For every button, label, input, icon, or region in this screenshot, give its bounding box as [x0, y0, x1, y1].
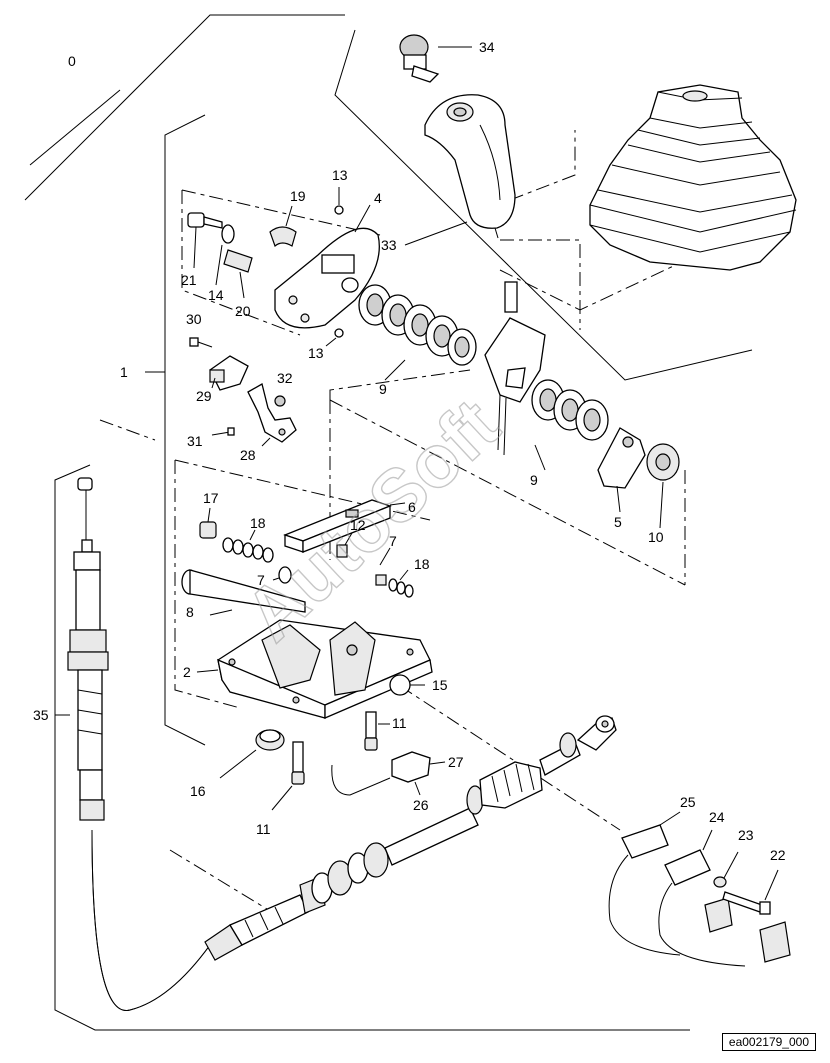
callout-13a: 13 — [332, 167, 348, 183]
switch-part-29 — [209, 355, 249, 391]
bolt-part-21 — [187, 212, 223, 269]
rubber-boot-part — [589, 84, 797, 271]
callout-35: 35 — [33, 707, 49, 723]
plate-part-5 — [597, 427, 646, 513]
callout-7a: 7 — [389, 533, 397, 549]
screw-part-30 — [189, 337, 213, 348]
callout-12: 12 — [350, 517, 366, 533]
bracket-part-4 — [274, 187, 380, 347]
ring-part-15 — [389, 674, 425, 696]
callout-20: 20 — [235, 303, 251, 319]
callout-25: 25 — [680, 794, 696, 810]
callout-18b: 18 — [414, 556, 430, 572]
spring-part-18-left — [222, 529, 274, 563]
callout-7b: 7 — [257, 572, 265, 588]
washer-part-14 — [215, 224, 235, 286]
callout-21: 21 — [181, 272, 197, 288]
washer-part-7 — [272, 547, 391, 584]
cap-part-16 — [219, 729, 285, 779]
callout-4: 4 — [374, 190, 382, 206]
callout-11a: 11 — [392, 715, 407, 731]
callout-5: 5 — [614, 514, 622, 530]
nut-part-10 — [646, 443, 680, 529]
callout-26: 26 — [413, 797, 429, 813]
callout-30: 30 — [186, 311, 202, 327]
callout-9b: 9 — [530, 472, 538, 488]
callout-6: 6 — [408, 499, 416, 515]
callout-9a: 9 — [379, 381, 387, 397]
callout-24: 24 — [709, 809, 725, 825]
callout-31: 31 — [187, 433, 203, 449]
callout-33: 33 — [381, 237, 397, 253]
callout-0: 0 — [68, 53, 76, 69]
cable-part-35 — [55, 477, 617, 1011]
sensor-part-25 — [608, 811, 681, 956]
callout-17: 17 — [203, 490, 219, 506]
housing-part-2 — [196, 619, 433, 719]
lever-plate-part — [484, 281, 546, 456]
callout-8: 8 — [186, 604, 194, 620]
plug-part-17 — [199, 507, 217, 539]
pin-part-12 — [336, 532, 353, 558]
connector-part-26-27 — [331, 751, 446, 796]
bar-part-6 — [283, 499, 406, 553]
callout-1: 1 — [120, 364, 128, 380]
bolt-part-22 — [722, 869, 791, 963]
washers-part-9-upper — [358, 284, 477, 381]
callout-19: 19 — [290, 188, 306, 204]
callout-23: 23 — [738, 827, 754, 843]
callout-2: 2 — [183, 664, 191, 680]
bracket-part-28 — [247, 383, 297, 447]
washer-part-23 — [713, 851, 739, 888]
callout-27: 27 — [448, 754, 464, 770]
spring-part-18-right — [375, 569, 414, 598]
washers-part-9-lower — [531, 379, 609, 471]
callout-34: 34 — [479, 39, 495, 55]
callout-10: 10 — [648, 529, 664, 545]
drawing-reference-number: ea002179_000 — [721, 1033, 816, 1051]
callout-16: 16 — [190, 783, 206, 799]
sensor-part-24 — [658, 829, 746, 967]
callout-15: 15 — [432, 677, 448, 693]
bolts-part-11 — [271, 711, 390, 811]
clip-part-19 — [269, 205, 297, 248]
callout-28: 28 — [240, 447, 256, 463]
nut-part-32 — [274, 395, 286, 407]
callout-14: 14 — [208, 287, 224, 303]
callout-29: 29 — [196, 388, 212, 404]
callout-22: 22 — [770, 847, 786, 863]
screw-part-31 — [211, 427, 235, 436]
callout-labels: 0 1 2 4 5 6 7 7 8 9 9 10 11 11 12 13 13 … — [33, 39, 786, 863]
shaft-part-8 — [181, 569, 306, 616]
callout-32: 32 — [277, 370, 293, 386]
plate-part-20 — [223, 249, 253, 299]
handle-part-33 — [404, 94, 516, 246]
callout-13b: 13 — [308, 345, 324, 361]
callout-18a: 18 — [250, 515, 266, 531]
callout-11b: 11 — [256, 821, 271, 837]
knob-part-34 — [399, 34, 472, 83]
